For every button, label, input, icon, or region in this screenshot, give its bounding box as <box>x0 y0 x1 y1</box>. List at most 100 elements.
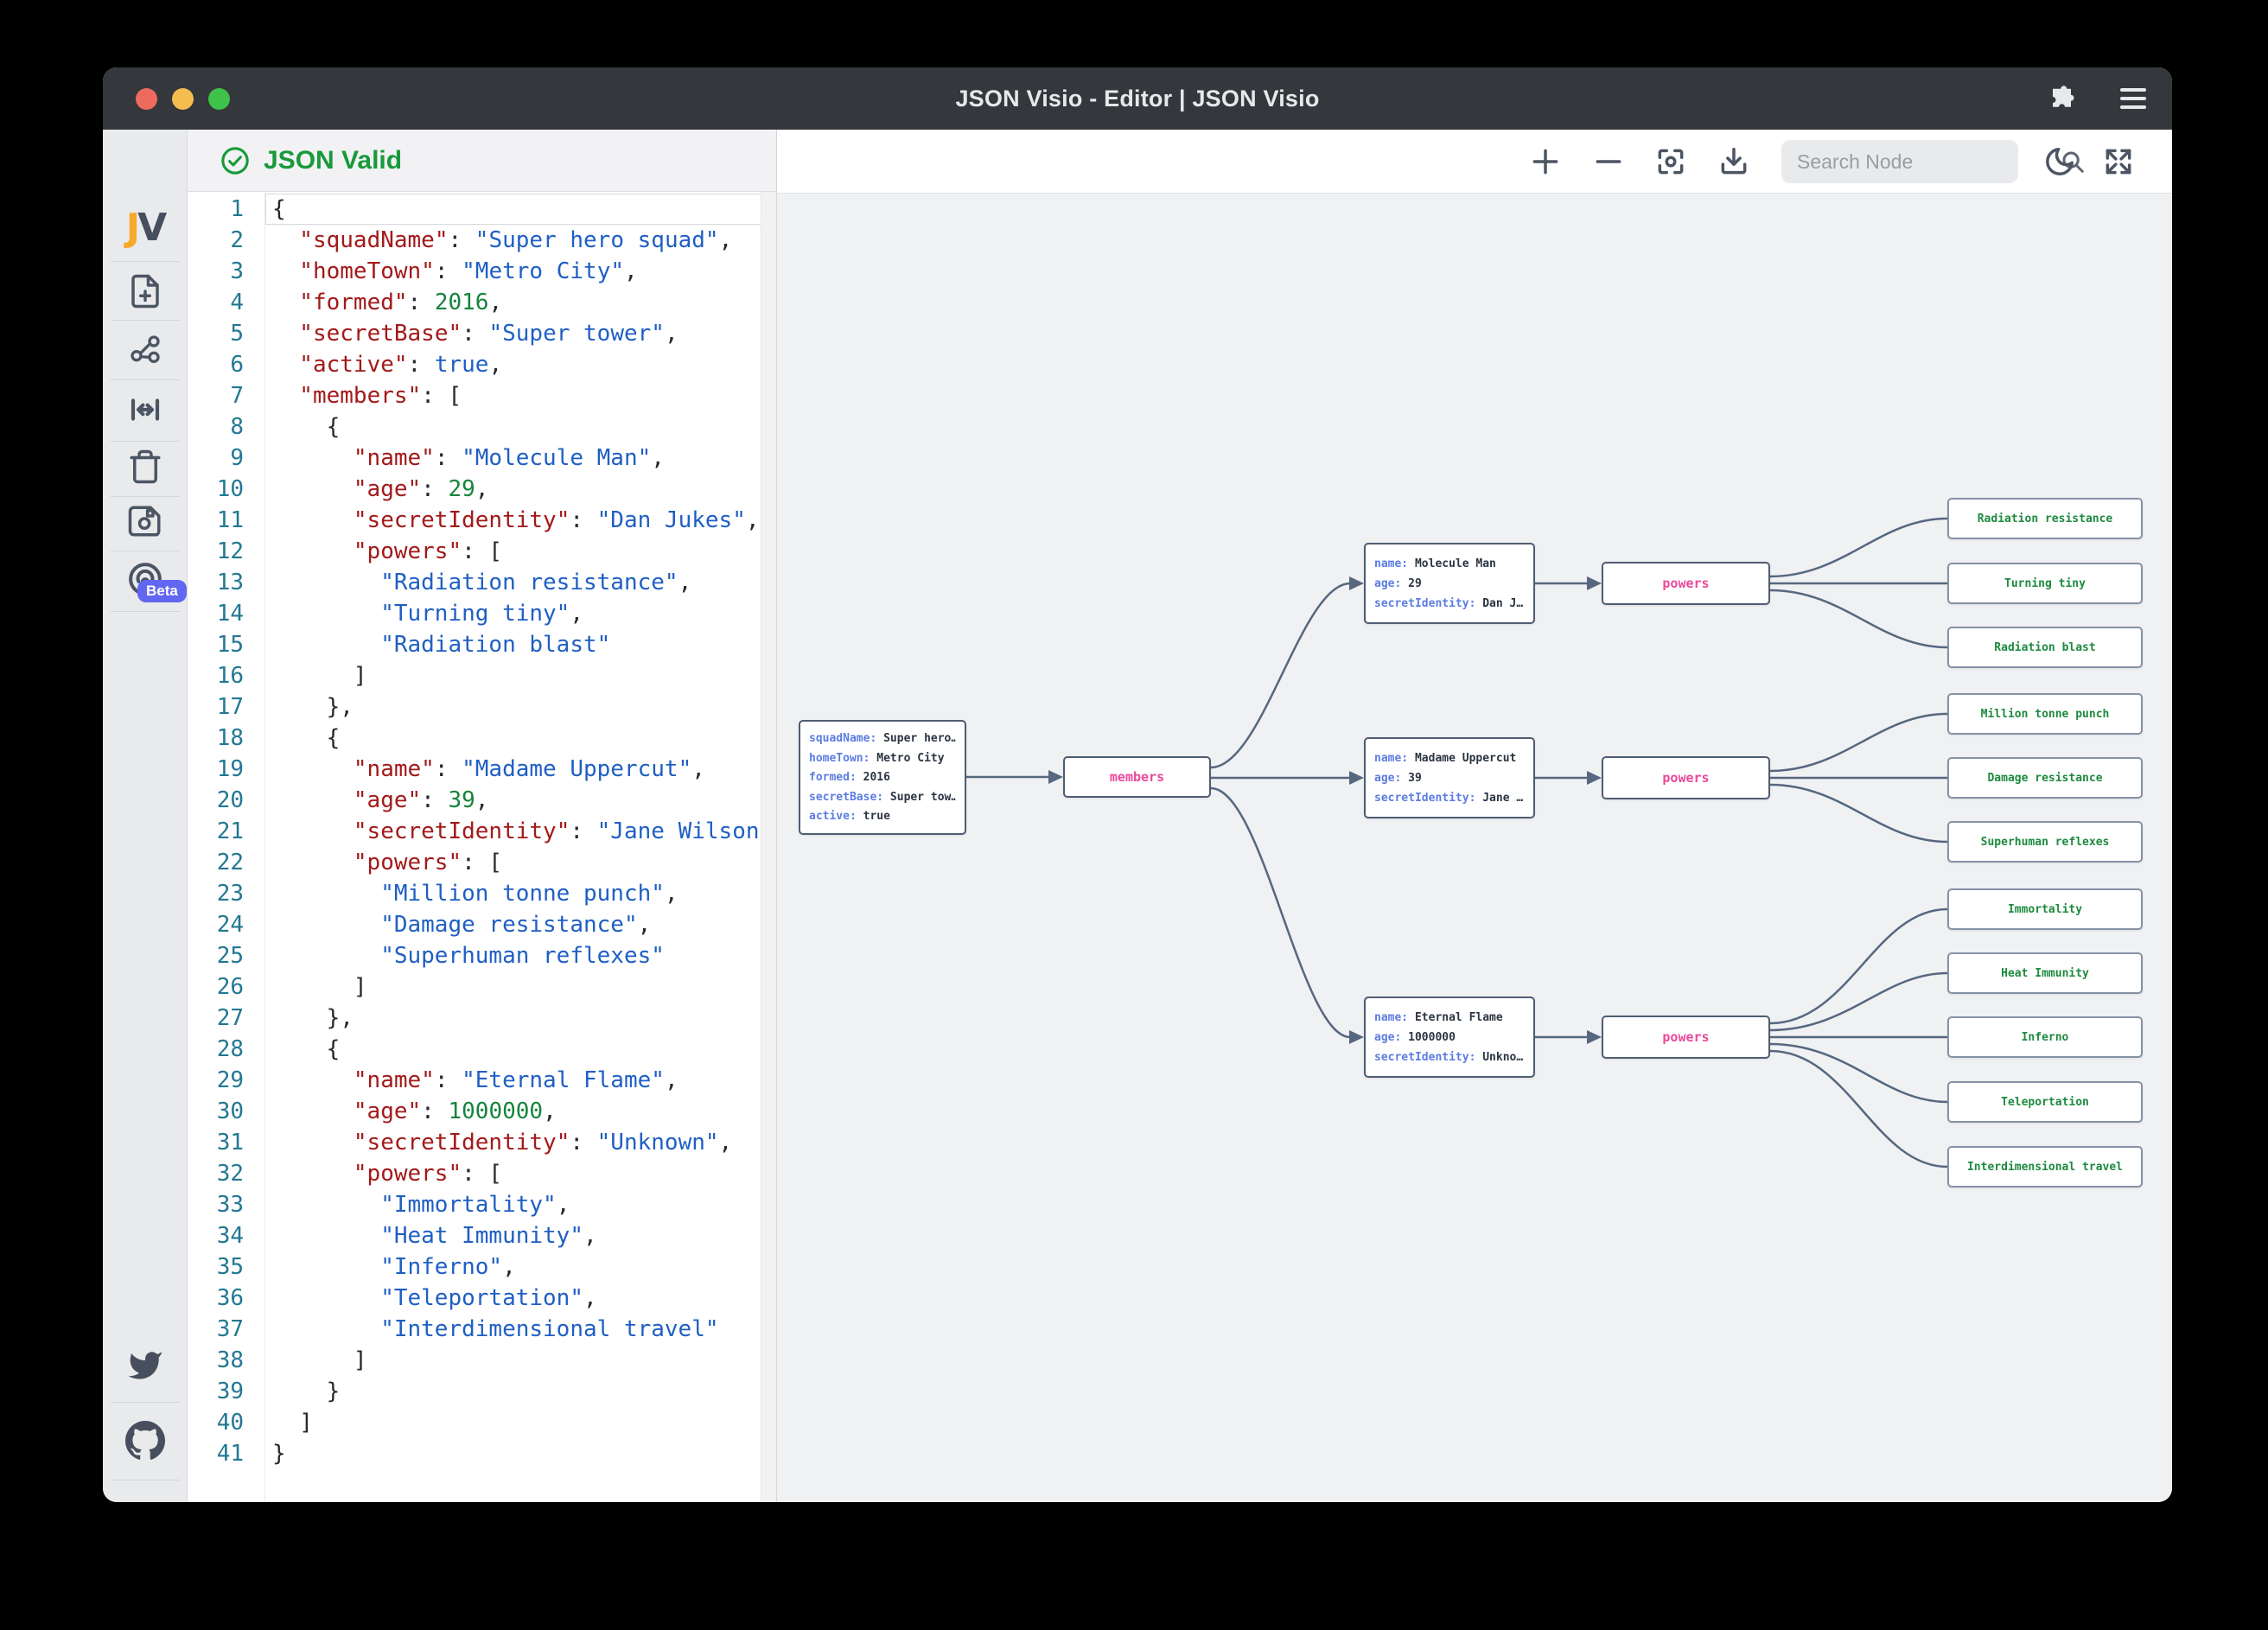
close-button[interactable] <box>136 87 157 110</box>
node-value: Madame Uppercut <box>1408 751 1517 765</box>
zoom-in-button[interactable] <box>1526 143 1564 181</box>
code-line[interactable]: "members": [ <box>299 383 462 409</box>
code-line[interactable]: }, <box>326 1005 354 1031</box>
code-line[interactable]: "age": 29, <box>353 476 489 502</box>
root-node[interactable]: squadName: Super hero…homeTown: Metro Ci… <box>799 720 966 835</box>
node-value: 1000000 <box>1401 1030 1456 1044</box>
divider <box>111 1402 180 1403</box>
node-row: age: 29 <box>1374 574 1525 594</box>
code-lines[interactable]: {"squadName": "Super hero squad","homeTo… <box>265 192 776 1502</box>
validation-bar: JSON Valid <box>188 130 776 192</box>
powers-node[interactable]: powers <box>1602 756 1770 799</box>
code-line[interactable]: "secretIdentity": "Jane Wilson", <box>353 818 776 844</box>
powers-node[interactable]: powers <box>1602 1016 1770 1059</box>
code-line[interactable]: ] <box>353 1347 367 1373</box>
power-leaf-node[interactable]: Superhuman reflexes <box>1947 821 2143 863</box>
code-line[interactable]: "Inferno", <box>380 1254 516 1280</box>
fit-width-button[interactable] <box>103 385 188 434</box>
code-line[interactable]: { <box>265 194 776 225</box>
code-line[interactable]: "homeTown": "Metro City", <box>299 258 638 284</box>
share-graph-button[interactable] <box>103 326 188 374</box>
code-line[interactable]: "name": "Molecule Man", <box>353 445 665 471</box>
search-input[interactable] <box>1781 140 2060 183</box>
code-line[interactable]: ] <box>353 663 367 689</box>
divider <box>111 441 180 442</box>
line-number: 16 <box>216 663 244 689</box>
code-line[interactable]: }, <box>326 694 354 720</box>
minimize-button[interactable] <box>172 87 194 110</box>
code-line[interactable]: "powers": [ <box>353 538 503 564</box>
code-line[interactable]: ] <box>299 1410 313 1436</box>
twitter-link[interactable] <box>103 1341 188 1390</box>
save-button[interactable] <box>103 497 188 545</box>
members-node[interactable]: members <box>1063 756 1211 798</box>
fullscreen-button[interactable] <box>2099 143 2137 181</box>
node-row: name: Madame Uppercut <box>1374 748 1525 768</box>
code-line[interactable]: ] <box>353 974 367 1000</box>
menu-hamburger-icon[interactable] <box>2118 86 2148 111</box>
code-line[interactable]: "powers": [ <box>353 1161 503 1187</box>
code-line[interactable]: "powers": [ <box>353 850 503 875</box>
code-line[interactable]: } <box>272 1441 286 1467</box>
code-line[interactable]: "secretIdentity": "Unknown", <box>353 1130 733 1156</box>
graph-canvas[interactable]: squadName: Super hero…homeTown: Metro Ci… <box>777 194 2172 1502</box>
extensions-puzzle-icon[interactable] <box>2048 83 2079 114</box>
dark-mode-button[interactable] <box>2041 143 2079 181</box>
code-line[interactable]: "age": 1000000, <box>353 1098 557 1124</box>
code-line[interactable]: "age": 39, <box>353 787 489 813</box>
code-line[interactable]: "Radiation blast" <box>380 632 611 658</box>
code-line[interactable]: "Superhuman reflexes" <box>380 943 665 969</box>
code-line[interactable]: "Heat Immunity", <box>380 1223 597 1249</box>
code-line[interactable]: "Interdimensional travel" <box>380 1316 719 1342</box>
power-leaf-node[interactable]: Turning tiny <box>1947 563 2143 604</box>
power-leaf-node[interactable]: Inferno <box>1947 1016 2143 1058</box>
power-leaf-node[interactable]: Radiation resistance <box>1947 498 2143 539</box>
code-line[interactable]: "squadName": "Super hero squad", <box>299 227 733 253</box>
line-number: 13 <box>216 570 244 595</box>
github-link[interactable] <box>103 1417 188 1465</box>
line-number: 12 <box>216 538 244 564</box>
powers-node[interactable]: powers <box>1602 562 1770 605</box>
code-line[interactable]: } <box>326 1378 341 1404</box>
code-line[interactable]: { <box>326 1036 341 1062</box>
code-line[interactable]: "Teleportation", <box>380 1285 597 1311</box>
code-line[interactable]: { <box>326 414 341 440</box>
code-line[interactable]: "active": true, <box>299 352 503 378</box>
code-line[interactable]: "Turning tiny", <box>380 601 583 627</box>
code-line[interactable]: "secretIdentity": "Dan Jukes", <box>353 507 760 533</box>
code-line[interactable]: "Million tonne punch", <box>380 881 678 907</box>
maximize-button[interactable] <box>208 87 230 110</box>
code-line[interactable]: "Radiation resistance", <box>380 570 692 595</box>
power-leaf-node[interactable]: Teleportation <box>1947 1081 2143 1123</box>
node-key: age: <box>1374 1030 1402 1044</box>
code-line[interactable]: "secretBase": "Super tower", <box>299 321 678 347</box>
code-line[interactable]: "Immortality", <box>380 1192 570 1218</box>
editor-scrollbar[interactable] <box>761 192 776 1502</box>
new-document-button[interactable] <box>103 267 188 315</box>
code-line[interactable]: { <box>326 725 341 751</box>
power-leaf-node[interactable]: Million tonne punch <box>1947 693 2143 735</box>
code-line[interactable]: "Damage resistance", <box>380 912 652 938</box>
code-line[interactable]: "formed": 2016, <box>299 290 503 315</box>
focus-center-button[interactable] <box>1652 143 1690 181</box>
titlebar: JSON Visio - Editor | JSON Visio <box>103 67 2172 130</box>
power-leaf-node[interactable]: Heat Immunity <box>1947 952 2143 994</box>
zoom-out-button[interactable] <box>1590 143 1628 181</box>
code-line[interactable]: "name": "Eternal Flame", <box>353 1067 678 1093</box>
clear-trash-button[interactable] <box>103 443 188 491</box>
power-leaf-node[interactable]: Immortality <box>1947 888 2143 930</box>
node-value: Molecule Man <box>1408 557 1496 570</box>
code-line[interactable]: "name": "Madame Uppercut", <box>353 756 705 782</box>
node-row: secretIdentity: Unkno… <box>1374 1047 1525 1067</box>
power-leaf-node[interactable]: Damage resistance <box>1947 757 2143 799</box>
power-leaf-node[interactable]: Interdimensional travel <box>1947 1146 2143 1187</box>
download-button[interactable] <box>1715 143 1753 181</box>
node-value: 39 <box>1401 771 1422 785</box>
power-leaf-node[interactable]: Radiation blast <box>1947 627 2143 668</box>
patreon-link[interactable] <box>103 1494 188 1502</box>
